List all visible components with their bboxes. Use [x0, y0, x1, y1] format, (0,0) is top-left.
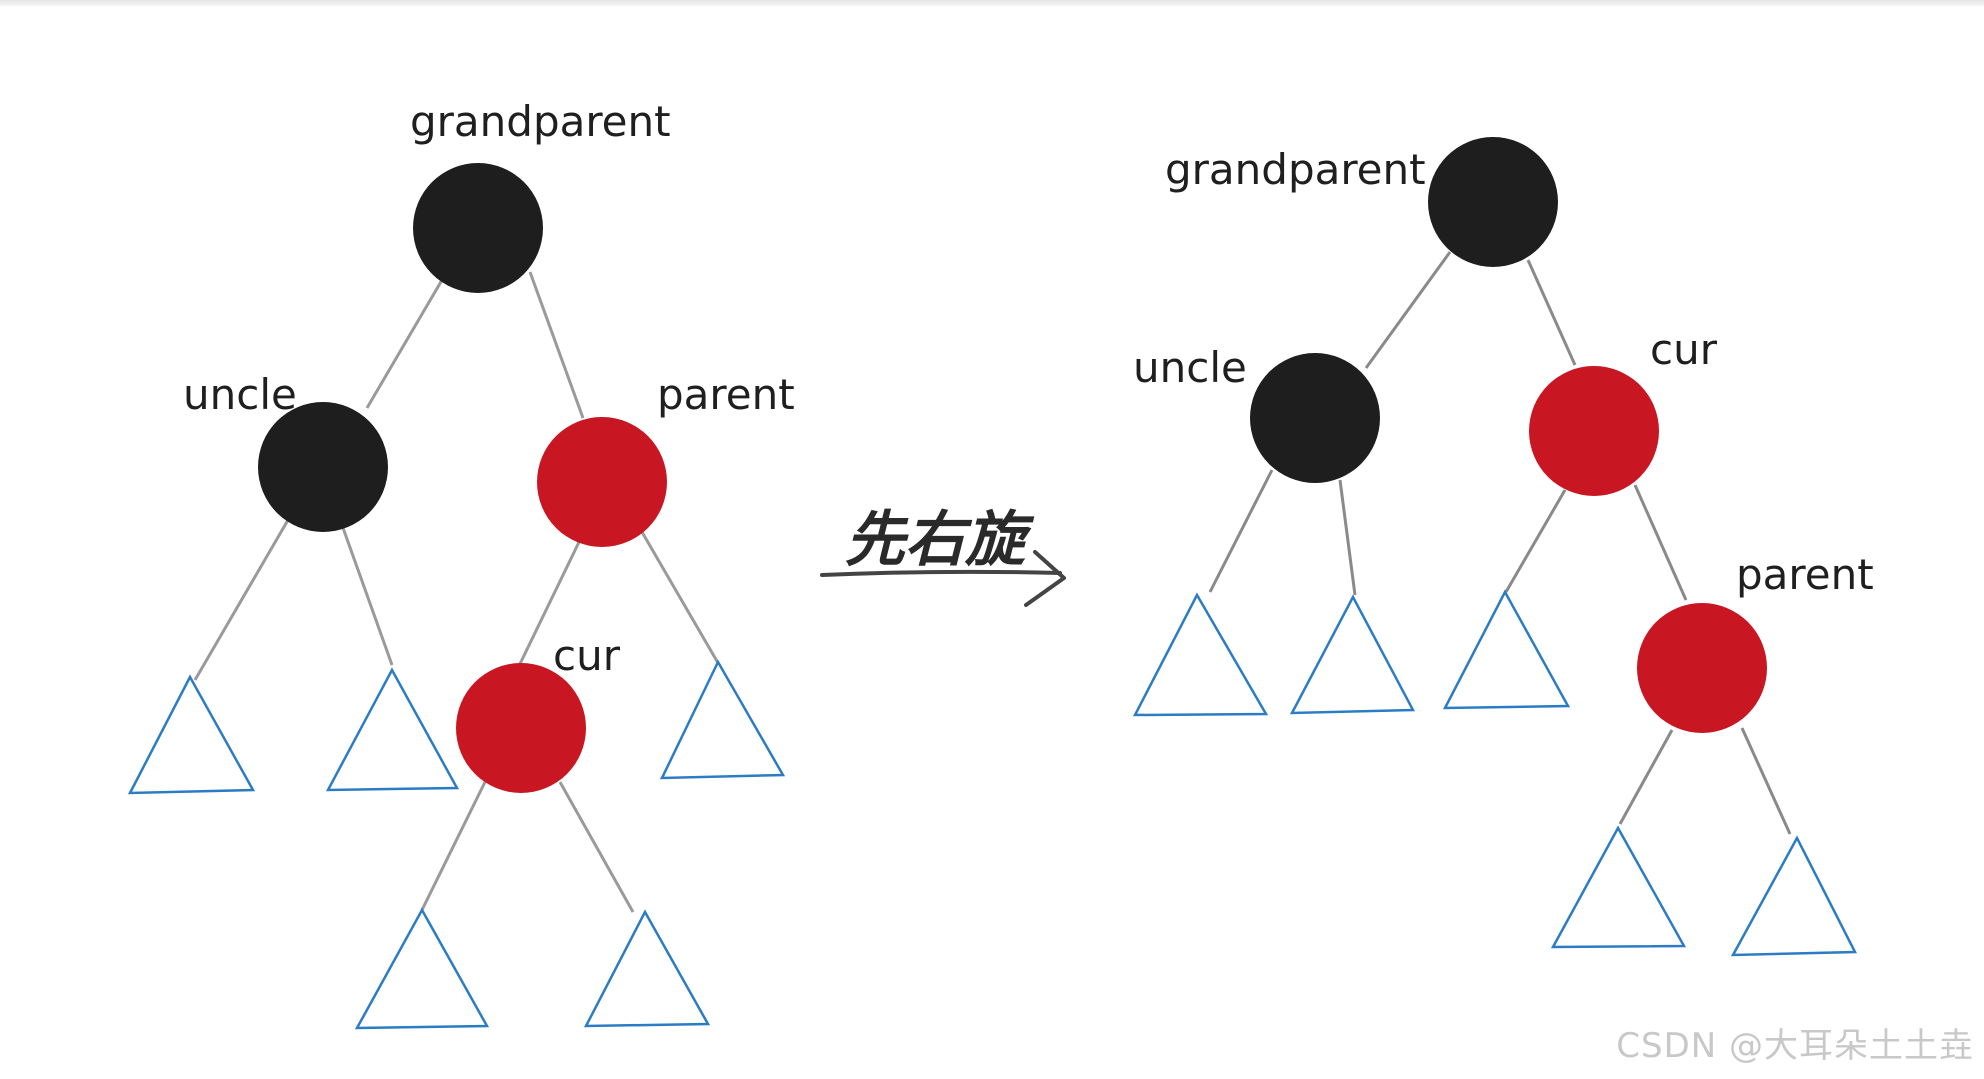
edge-grandparent-uncle: [365, 279, 444, 409]
edge-grandparent-cur: [1526, 259, 1577, 366]
edge-parent-subtree5: [1740, 727, 1792, 835]
subtree-triangle: [1132, 592, 1269, 717]
edge-cur-subtree3: [1504, 489, 1567, 593]
edge-cur-subtree4: [420, 781, 487, 911]
edge-parent-cur: [516, 539, 582, 669]
cur-node: [1529, 366, 1659, 496]
grandparent-node: [413, 163, 543, 293]
subtree-triangle: [1730, 835, 1858, 957]
edge-parent-subtree4: [1618, 729, 1674, 825]
left-tree-subtrees: [127, 659, 786, 1030]
subtree-triangle: [354, 907, 490, 1030]
left-tree-edges: [193, 271, 720, 913]
cur-label: cur: [553, 631, 621, 680]
subtree-triangle: [1289, 594, 1416, 715]
right-tree: grandparent uncle cur parent: [1132, 137, 1874, 957]
parent-node: [1637, 603, 1767, 733]
grandparent-node: [1428, 137, 1558, 267]
arrow-head-icon: [1024, 550, 1066, 607]
right-tree-subtrees: [1132, 589, 1858, 957]
cur-node: [456, 663, 586, 793]
grandparent-label: grandparent: [410, 97, 671, 146]
arrow-shaft: [820, 569, 1062, 577]
rotation-label: 先右旋: [845, 505, 1035, 575]
edge-uncle-subtree1: [1208, 469, 1274, 593]
cur-label: cur: [1650, 325, 1718, 374]
edge-cur-subtree5: [558, 781, 635, 913]
subtree-triangle: [127, 674, 256, 795]
top-border: [0, 0, 1984, 6]
uncle-label: uncle: [183, 370, 297, 419]
subtree-triangle: [659, 659, 786, 780]
subtree-triangle: [1550, 825, 1687, 949]
uncle-label: uncle: [1133, 343, 1247, 392]
edge-grandparent-parent: [528, 271, 585, 419]
edge-uncle-subtree2: [340, 524, 394, 666]
parent-label: parent: [1736, 550, 1874, 599]
grandparent-label: grandparent: [1165, 145, 1426, 194]
uncle-node: [258, 402, 388, 532]
edge-cur-parent: [1633, 484, 1688, 601]
edge-grandparent-uncle: [1364, 251, 1452, 369]
parent-node: [537, 417, 667, 547]
edge-uncle-subtree1: [193, 519, 290, 681]
subtree-triangle: [325, 667, 460, 792]
edge-parent-subtree3: [640, 531, 720, 664]
right-tree-edges: [1208, 251, 1792, 835]
edge-uncle-subtree2: [1338, 479, 1357, 596]
csdn-watermark: CSDN @大耳朵土土垚: [1616, 1026, 1974, 1066]
rotation-arrow: 先右旋: [820, 505, 1066, 607]
left-tree: grandparent uncle parent cur: [127, 97, 795, 1030]
parent-label: parent: [657, 370, 795, 419]
subtree-triangle: [1442, 589, 1571, 710]
subtree-triangle: [583, 909, 711, 1028]
uncle-node: [1250, 353, 1380, 483]
